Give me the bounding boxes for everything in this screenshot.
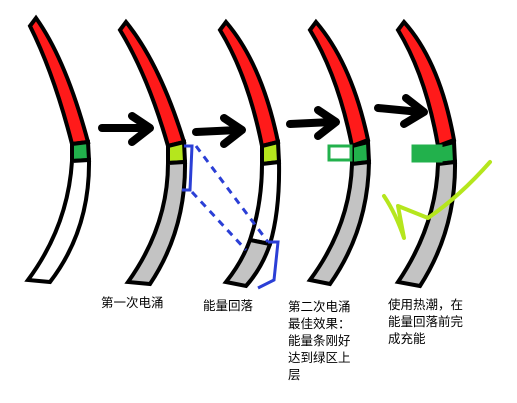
bar-5-gray-section [394, 159, 458, 289]
arrow-4 [374, 94, 428, 128]
arrow-2 [192, 114, 246, 148]
drop-dashed-line-upper [194, 145, 270, 243]
bar-4-red-section [307, 18, 371, 149]
caption-stage-3-line-5: 层 [288, 367, 301, 382]
bar-2-gray-section [124, 159, 188, 287]
caption-stage-2: 能量回落 [203, 297, 253, 314]
bar-5-marker-box [411, 144, 443, 163]
drop-dashed-line-lower [190, 190, 248, 252]
bar-4-gray-section [306, 159, 372, 287]
energy-bar-3 [217, 18, 282, 289]
bar-3-gray-section [222, 237, 273, 289]
energy-drop-indicator [182, 144, 280, 290]
caption-stage-1-line-1: 第一次电涌 [101, 295, 164, 310]
bar-3-white-section [247, 159, 282, 247]
energy-bar-1 [24, 14, 92, 285]
bar-1-red-section [27, 14, 91, 147]
caption-stage-1: 第一次电涌 [101, 294, 164, 311]
bar-4-marker-box [327, 144, 353, 162]
drop-bracket-top [182, 144, 194, 192]
bar-5-red-section [395, 18, 457, 149]
caption-stage-3-line-4: 达到绿区上 [288, 350, 351, 365]
bar-1-empty-section [24, 157, 92, 285]
caption-stage-4: 使用热潮，在 能量回落前完 成充能 [388, 296, 463, 347]
arrow-1 [98, 112, 154, 146]
bar-2-lime-section [166, 139, 188, 166]
overheat-scribble [382, 160, 492, 240]
energy-bar-2 [117, 18, 188, 287]
caption-stage-3-line-1: 第二次电涌 [288, 299, 351, 314]
arrow-3 [286, 106, 340, 140]
caption-stage-3: 第二次电涌 最佳效果： 能量条刚好 达到绿区上 层 [288, 298, 351, 383]
energy-bar-4 [306, 18, 372, 287]
drop-bracket-bottom [257, 240, 280, 290]
caption-stage-3-line-2: 最佳效果： [288, 316, 351, 331]
caption-stage-4-line-3: 成充能 [388, 331, 426, 346]
caption-stage-4-line-2: 能量回落前完 [388, 314, 464, 329]
caption-stage-3-line-3: 能量条刚好 [288, 333, 351, 348]
caption-stage-4-line-1: 使用热潮，在 [388, 297, 464, 312]
energy-bar-5 [394, 18, 458, 289]
caption-stage-2-line-1: 能量回落 [203, 298, 254, 313]
